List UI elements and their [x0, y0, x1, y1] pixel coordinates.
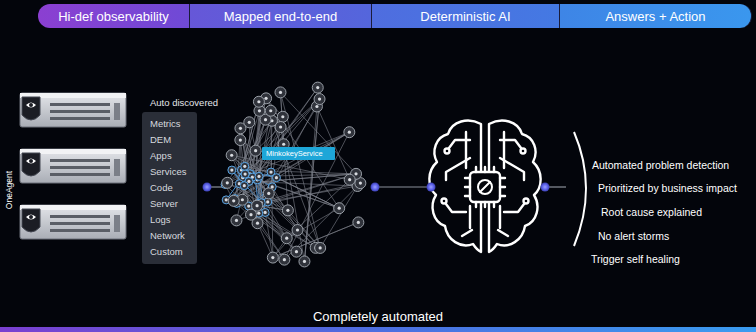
- graph-node: [263, 188, 274, 199]
- graph-node: [267, 252, 278, 263]
- graph-link: [225, 184, 296, 251]
- graph-node: [282, 205, 293, 216]
- header-tab: Answers + Action: [560, 4, 752, 28]
- graph-link: [251, 127, 281, 215]
- graph-node: [226, 150, 237, 161]
- tab-label: Answers + Action: [605, 9, 705, 24]
- discovery-panel: Auto discoveredMetricsDEMAppsServicesCod…: [142, 112, 197, 264]
- item-label: Logs: [150, 212, 189, 228]
- brain-icon: [429, 121, 540, 252]
- topology-graph: [221, 82, 366, 267]
- outcome-item: Prioritized by business impact: [598, 182, 737, 194]
- item-label: DEM: [150, 132, 189, 148]
- bracket: [574, 132, 586, 246]
- flow-dot: [427, 183, 436, 192]
- graph-node: [235, 135, 246, 146]
- graph-node: [277, 111, 288, 122]
- item-label: Network: [150, 228, 189, 244]
- graph-node: [279, 254, 290, 265]
- graph-node: [250, 145, 261, 156]
- graph-link: [259, 111, 271, 177]
- graph-node: [241, 162, 249, 170]
- graph-node: [228, 195, 239, 206]
- graph-node: [231, 215, 242, 226]
- tab-label: Hi-def observability: [58, 9, 169, 24]
- flow-dot: [541, 183, 550, 192]
- graph-link: [317, 106, 350, 179]
- flow-dot: [371, 183, 380, 192]
- graph-link: [241, 170, 315, 248]
- header-tab: Mapped end-to-end: [190, 4, 372, 28]
- item-label: MinkokeyService: [266, 149, 323, 158]
- graph-node: [228, 166, 236, 174]
- graph-node: [255, 172, 263, 180]
- graph-link: [273, 222, 359, 257]
- tab-label: Mapped end-to-end: [224, 9, 337, 24]
- server-icon: [20, 149, 126, 183]
- item-label: Services: [150, 164, 189, 180]
- graph-node: [353, 217, 364, 228]
- graph-node: [315, 242, 326, 253]
- service-tooltip: MinkokeyService: [262, 147, 335, 160]
- tab-label: Deterministic AI: [420, 9, 510, 24]
- graph-node: [314, 94, 325, 105]
- graph-node: [241, 170, 249, 178]
- item-label: Custom: [150, 244, 189, 260]
- server-icon: [20, 93, 126, 127]
- graph-node: [235, 123, 246, 134]
- graph-node: [344, 174, 355, 185]
- outcome-item: No alert storms: [598, 230, 669, 242]
- item-label: Metrics: [150, 116, 189, 132]
- graph-node: [245, 209, 256, 220]
- outcome-item: Root cause explained: [601, 206, 702, 218]
- graph-node: [275, 87, 286, 98]
- header-tab: Hi-def observability: [38, 4, 190, 28]
- header-tab: Deterministic AI: [372, 4, 560, 28]
- graph-node: [222, 177, 233, 188]
- graph-link: [273, 222, 359, 257]
- graph-link: [245, 166, 287, 238]
- agent-label: OneAgent: [4, 171, 14, 209]
- graph-link: [243, 178, 297, 252]
- item-label: Code: [150, 180, 189, 196]
- graph-link: [251, 215, 287, 239]
- graph-node: [265, 105, 276, 116]
- graph-node: [312, 82, 323, 93]
- bottom-bar: [0, 327, 756, 332]
- flow-dot: [203, 183, 212, 192]
- graph-link: [257, 180, 339, 208]
- graph-link: [232, 155, 340, 208]
- panel-heading: Auto discovered: [150, 95, 218, 111]
- outcome-item: Automated problem detection: [592, 159, 729, 171]
- graph-node: [292, 224, 303, 235]
- outcome-item: Trigger self healing: [591, 253, 680, 265]
- graph-link: [284, 183, 360, 260]
- graph-link: [227, 132, 349, 183]
- item-label: Apps: [150, 148, 189, 164]
- graph-node: [272, 174, 280, 182]
- item-label: Server: [150, 196, 189, 212]
- graph-link: [320, 186, 357, 248]
- graph-link: [272, 121, 320, 248]
- server-icon: [20, 205, 126, 239]
- graph-link: [251, 215, 284, 260]
- flow-line: [374, 186, 432, 187]
- graph-link: [237, 203, 316, 247]
- graph-link: [280, 92, 356, 173]
- graph-node: [281, 233, 292, 244]
- graph-node: [275, 122, 286, 133]
- graph-link: [234, 102, 259, 201]
- graph-node: [291, 246, 302, 257]
- graph-node: [334, 203, 345, 214]
- graph-node: [240, 182, 248, 190]
- graph-link: [225, 99, 319, 184]
- graph-node: [299, 256, 310, 267]
- graph-node: [344, 127, 355, 138]
- footer-caption: Completely automated: [313, 309, 443, 324]
- graph-node: [253, 96, 264, 107]
